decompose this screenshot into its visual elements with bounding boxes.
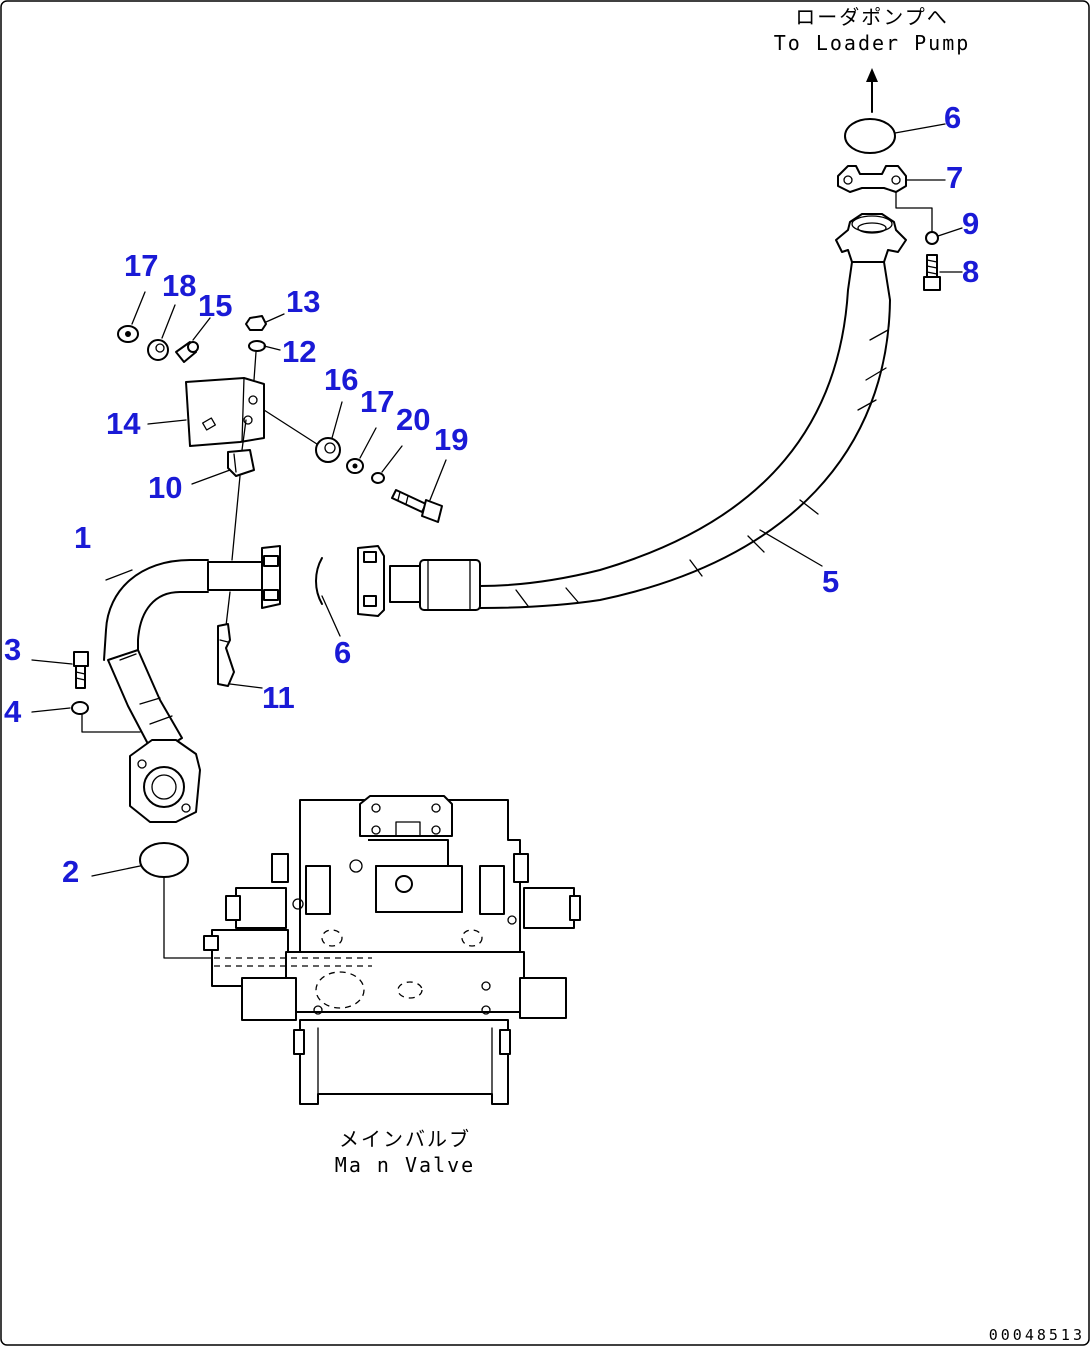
callout-13: 13 [286, 284, 320, 319]
callout-19: 19 [434, 422, 468, 457]
callout-12: 12 [282, 334, 316, 369]
bolt-19 [391, 489, 443, 523]
loader-pump-label-ja: ローダポンプへ [795, 5, 948, 29]
main-valve-label-ja: メインバルブ [339, 1127, 471, 1151]
callout-10: 10 [148, 470, 182, 505]
callout-8: 8 [962, 254, 979, 289]
washer-12 [248, 340, 266, 352]
callout-6-top: 6 [944, 100, 961, 135]
document-id: 00048513 [989, 1326, 1085, 1344]
callout-7: 7 [946, 160, 963, 195]
tube-1-flange [129, 739, 201, 823]
spacer-15 [175, 341, 199, 363]
clip-11 [217, 623, 235, 687]
callout-9: 9 [962, 206, 979, 241]
main-valve [203, 795, 581, 1105]
bushing-18 [147, 339, 169, 361]
callout-4: 4 [4, 694, 22, 729]
callout-17-left: 17 [124, 248, 158, 283]
callout-1: 1 [74, 520, 91, 555]
callout-17-right: 17 [360, 384, 394, 419]
o-ring-top [844, 118, 896, 154]
washer-20 [371, 472, 385, 484]
callout-16: 16 [324, 362, 358, 397]
loader-pump-arrow [866, 68, 878, 113]
hose-5 [479, 261, 891, 609]
bolt-3 [73, 651, 89, 689]
nut-13 [245, 315, 267, 331]
o-ring-2 [139, 842, 189, 878]
callout-14: 14 [106, 406, 141, 441]
o-ring-middle [315, 557, 323, 605]
bolt-8 [923, 254, 941, 291]
hose-5-end-fitting [357, 545, 481, 617]
main-valve-label-en: Ma n Valve [335, 1153, 475, 1177]
callout-3: 3 [4, 632, 21, 667]
washer-4 [71, 701, 89, 715]
loader-pump-label-en: To Loader Pump [774, 31, 971, 55]
callout-5: 5 [822, 564, 839, 599]
washer-9 [925, 231, 939, 245]
callout-6-middle: 6 [334, 635, 351, 670]
washer-16 [315, 437, 341, 463]
callout-15: 15 [198, 288, 232, 323]
bracket-14 [185, 377, 265, 447]
clamp-10 [227, 449, 255, 477]
callout-20: 20 [396, 402, 430, 437]
callout-18: 18 [162, 268, 196, 303]
callout-2: 2 [62, 854, 79, 889]
split-flange-top [837, 165, 907, 193]
callout-11: 11 [262, 680, 295, 715]
tube-1 [103, 545, 281, 753]
hose-fitting-top [835, 213, 907, 263]
